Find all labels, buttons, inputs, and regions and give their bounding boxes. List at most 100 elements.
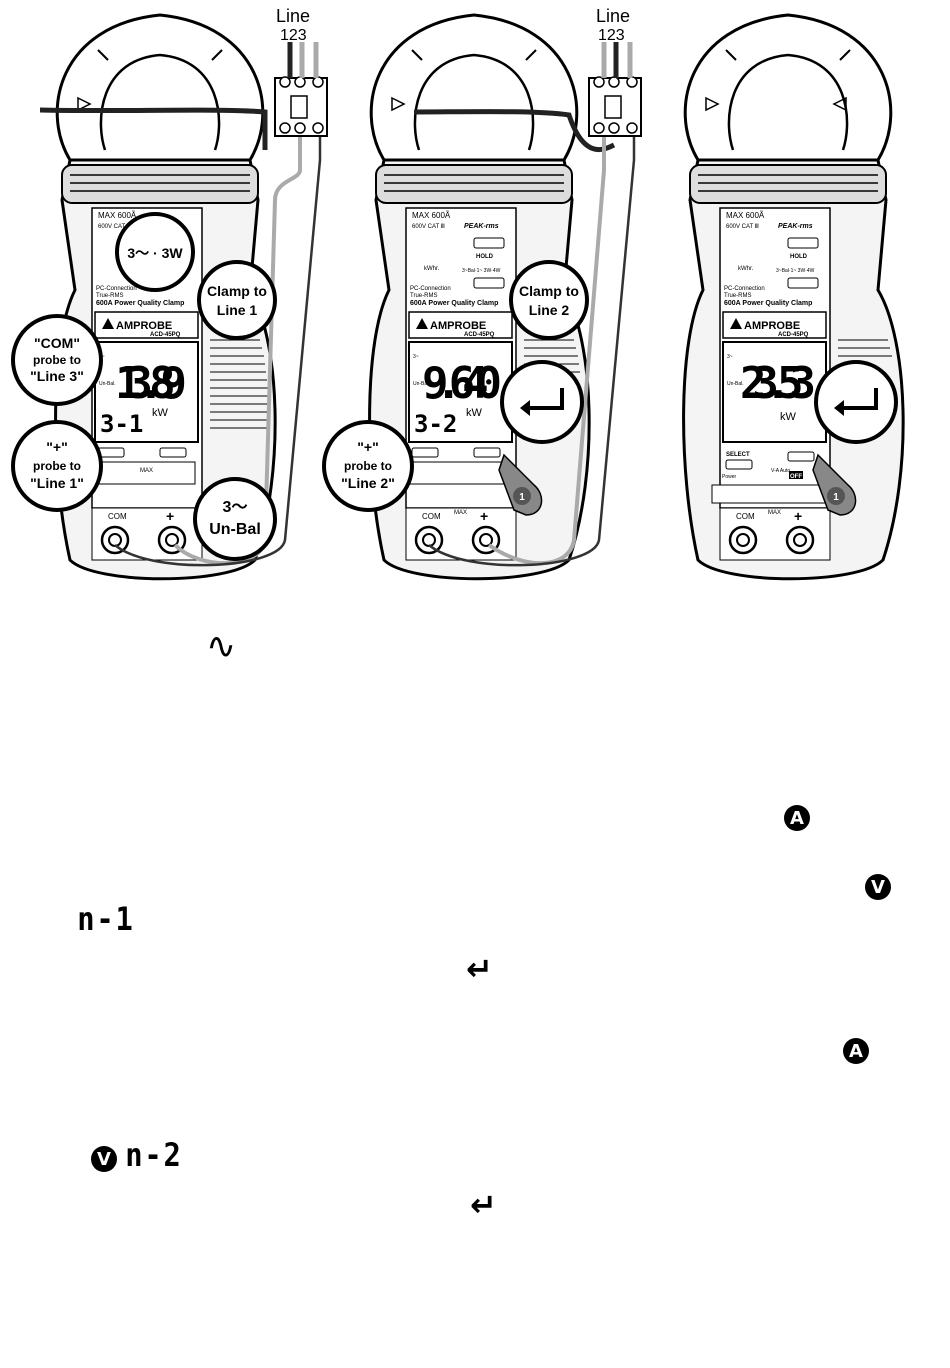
svg-text:+: +: [166, 508, 174, 524]
svg-text:"Line 3": "Line 3": [30, 368, 84, 384]
display-n1: n-1: [77, 900, 135, 938]
svg-text:probe to: probe to: [33, 353, 81, 367]
lcd-reading: 13.89: [115, 358, 187, 409]
amprobe-logo-icon: [102, 318, 114, 329]
svg-text:123: 123: [598, 27, 625, 44]
svg-text:PC-Connection: PC-Connection: [410, 286, 451, 292]
line-label: Line: [276, 6, 310, 26]
model-name: ACD-45PQ: [150, 332, 181, 338]
ac-tilde-icon: ∿: [206, 626, 237, 667]
svg-text:True-RMS: True-RMS: [724, 293, 751, 299]
com-terminal-label: COM: [108, 512, 127, 521]
callout-unbal: [193, 477, 277, 561]
svg-text:3~Bal·1~ 3W·4W: 3~Bal·1~ 3W·4W: [776, 268, 815, 274]
svg-text:SELECT: SELECT: [726, 452, 750, 458]
svg-text:1: 1: [833, 492, 839, 503]
svg-text:kWhr.: kWhr.: [738, 266, 754, 272]
svg-text:3~Bal·1~ 3W·4W: 3~Bal·1~ 3W·4W: [462, 268, 501, 274]
svg-text:Clamp to: Clamp to: [207, 283, 267, 299]
line1-wire: [39, 107, 268, 150]
lcd-display: [94, 341, 199, 443]
jaw-marker-icon: [77, 96, 92, 112]
svg-text:"Line 1": "Line 1": [30, 475, 84, 491]
svg-text:Un-Bal.: Un-Bal.: [727, 381, 744, 387]
clamp-meter-1: MAX 600Ã 600V CAT Ⅲ PC-Connection True-R…: [11, 6, 328, 581]
svg-text:kW: kW: [780, 411, 797, 423]
svg-text:True-RMS: True-RMS: [410, 293, 437, 299]
svg-text:3-2: 3-2: [414, 410, 457, 438]
jaw-marker-icon: [391, 96, 406, 112]
svg-text:600V CAT Ⅲ: 600V CAT Ⅲ: [726, 224, 759, 230]
svg-text:PEAK-rms: PEAK-rms: [778, 223, 813, 230]
svg-text:+: +: [480, 508, 488, 524]
pc-connection-label: PC-Connection: [96, 286, 137, 292]
callout-clamp-line2: [509, 260, 589, 340]
measurement-figure: MAX 600Ã 600V CAT Ⅲ PC-Connection True-R…: [11, 6, 905, 581]
svg-text:3~: 3~: [727, 354, 733, 360]
svg-text:AMPROBE: AMPROBE: [430, 320, 486, 332]
svg-text:OFF: OFF: [790, 474, 802, 480]
enter-icon: [840, 388, 878, 410]
finger-press-icon: [498, 453, 543, 516]
svg-text:Line: Line: [596, 6, 630, 26]
svg-text:1: 1: [519, 492, 525, 503]
lcd-display: [722, 341, 827, 443]
svg-text:Line 2: Line 2: [529, 302, 570, 318]
svg-text:MAX 600Ã: MAX 600Ã: [412, 211, 451, 220]
lcd-unit: kW: [152, 407, 169, 419]
svg-text:kWhr.: kWhr.: [424, 266, 440, 272]
svg-text:Un-Bal.: Un-Bal.: [413, 381, 430, 387]
svg-text:probe to: probe to: [344, 459, 392, 473]
svg-text:MAX: MAX: [768, 510, 781, 516]
callout-mode: [115, 212, 195, 292]
svg-text:+: +: [794, 508, 802, 524]
svg-text:"COM": "COM": [34, 335, 80, 351]
down-arrow-button-icon: V: [865, 874, 891, 900]
svg-text:600A Power Quality Clamp: 600A Power Quality Clamp: [410, 300, 498, 307]
line-numbers: 123: [280, 27, 307, 44]
svg-text:COM: COM: [422, 512, 441, 521]
display-n2: n-2: [125, 1136, 183, 1174]
svg-text:ACD-45PQ: ACD-45PQ: [778, 332, 809, 338]
svg-text:"+": "+": [357, 439, 378, 455]
max-rating: MAX 600Ã: [98, 211, 137, 220]
brand-name: AMPROBE: [116, 320, 172, 332]
svg-text:600A Power Quality Clamp: 600A Power Quality Clamp: [724, 300, 812, 307]
finger-press-icon: [812, 453, 857, 516]
svg-text:23.53: 23.53: [740, 358, 816, 409]
svg-text:Clamp to: Clamp to: [519, 283, 579, 299]
down-arrow-button-icon: V: [91, 1146, 117, 1172]
jaw-marker-icon: [832, 96, 847, 112]
amprobe-logo-icon: [730, 318, 742, 329]
svg-text:Un-Bal.: Un-Bal.: [99, 381, 116, 387]
jaw-marker-icon: [705, 96, 720, 112]
svg-text:ACD-45PQ: ACD-45PQ: [464, 332, 495, 338]
svg-text:MAX: MAX: [454, 510, 467, 516]
cat-rating: 600V CAT Ⅲ: [98, 224, 131, 230]
svg-text:3～: 3～: [223, 499, 248, 516]
up-arrow-button-icon: A: [843, 1038, 869, 1064]
svg-text:HOLD: HOLD: [790, 254, 808, 260]
svg-text:9.640: 9.640: [422, 358, 502, 409]
svg-text:Un-Bal: Un-Bal: [209, 521, 261, 538]
lcd-display: [408, 341, 513, 443]
svg-text:V-A Auto: V-A Auto: [771, 468, 790, 474]
callout-enter-button: [500, 360, 584, 444]
svg-text:MAX: MAX: [140, 468, 153, 474]
up-arrow-button-icon: A: [784, 805, 810, 831]
svg-text:"+": "+": [46, 439, 67, 455]
callout-plus-probe: [11, 420, 103, 512]
svg-text:probe to: probe to: [33, 459, 81, 473]
svg-text:3~: 3~: [413, 354, 419, 360]
svg-text:"Line 2": "Line 2": [341, 475, 395, 491]
product-name: 600A Power Quality Clamp: [96, 300, 184, 307]
svg-text:600V CAT Ⅲ: 600V CAT Ⅲ: [412, 224, 445, 230]
svg-text:kW: kW: [466, 407, 483, 419]
callout-clamp-line1: [197, 260, 277, 340]
callout-enter-button: [814, 360, 898, 444]
true-rms-label: True-RMS: [96, 293, 123, 299]
brand-plate: [94, 311, 199, 339]
svg-text:COM: COM: [736, 512, 755, 521]
enter-icon: ↵: [470, 1186, 497, 1224]
lcd-sub-display: 3-1: [100, 410, 143, 438]
